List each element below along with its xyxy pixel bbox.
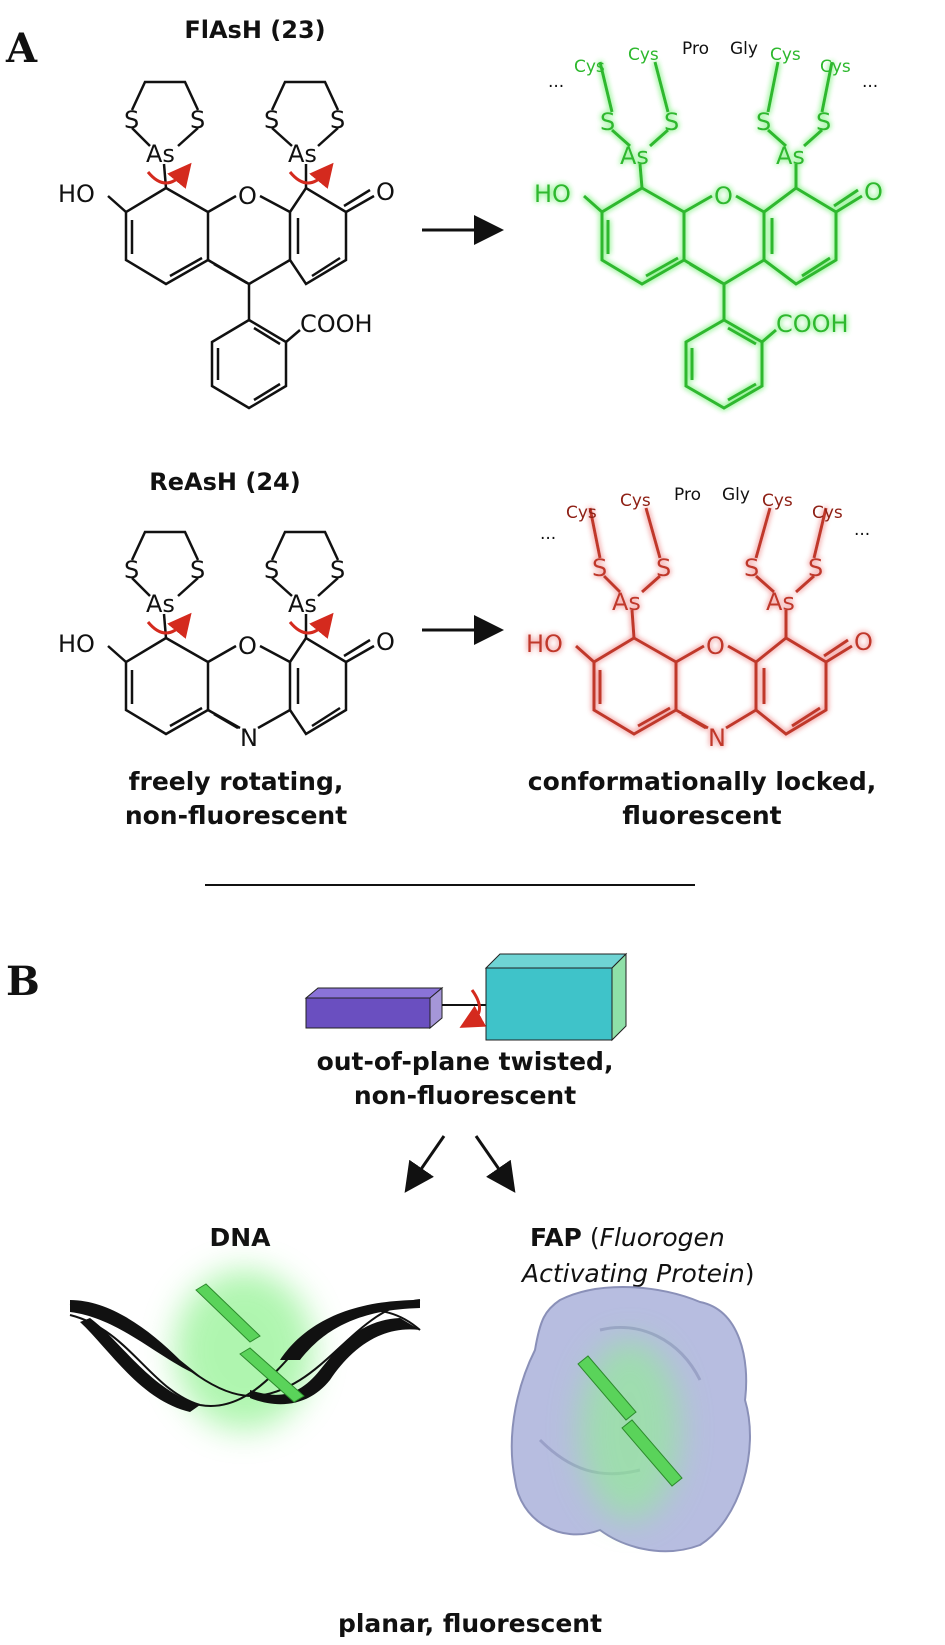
oxygen-label: O [238, 182, 257, 210]
hydroxyl-label: HO [526, 630, 563, 658]
flash-bound-structure: S S As S S As HO O O COOH [534, 61, 883, 410]
arrow-to-dna-icon [404, 1135, 446, 1193]
arsenic-label: As [776, 142, 805, 170]
flash-structure [107, 80, 375, 410]
dna-helix-icon [69, 1270, 421, 1430]
fap-protein-icon [510, 1286, 751, 1553]
sulfur-label: S [124, 556, 139, 584]
peptide-cys: Cys [574, 57, 605, 77]
nitrogen-label: N [708, 724, 726, 752]
arsenic-label: As [146, 590, 175, 618]
rotation-arrow-icon [288, 612, 334, 639]
oxygen-label: O [238, 632, 257, 660]
peptide-cys: Cys [820, 57, 851, 77]
fap-label-line1: FAP (Fluorogen [530, 1223, 725, 1252]
fap-label-line2: Activating Protein) [520, 1259, 755, 1288]
carboxyl-label: COOH [776, 310, 849, 338]
reash-bound-structure: S S As S S As HO O O N [526, 507, 873, 752]
peptide-pro: Pro [674, 485, 701, 505]
dna-label: DNA [209, 1223, 271, 1252]
flash-title: FlAsH (23) [184, 16, 325, 44]
svg-text:···: ··· [540, 529, 556, 549]
rotation-arrow-icon [146, 612, 192, 639]
arsenic-label: As [766, 588, 795, 616]
peptide-chain-top: ··· Cys Cys Pro Gly Cys Cys ··· [548, 39, 878, 97]
sulfur-label: S [190, 106, 205, 134]
sulfur-label: S [190, 556, 205, 584]
sulfur-label: S [756, 108, 771, 136]
peptide-ellipsis: ··· [862, 77, 878, 97]
peptide-pro: Pro [682, 39, 709, 59]
carbonyl-oxygen-label: O [864, 178, 883, 206]
panel-a-label: A [5, 25, 38, 72]
sulfur-label: S [656, 554, 671, 582]
twisted-dye-model [304, 952, 628, 1042]
flash-atom-labels: S S As S S As HO O O COOH [58, 106, 395, 338]
carboxyl-label: COOH [300, 310, 373, 338]
arrow-to-fap-icon [474, 1135, 516, 1193]
svg-text:···: ··· [854, 525, 870, 545]
peptide-cys: Cys [770, 45, 801, 65]
peptide-chain-bottom: ··· Cys Cys Pro Gly Cys Cys ··· [540, 485, 870, 549]
sulfur-label: S [330, 556, 345, 584]
arsenic-label: As [288, 590, 317, 618]
carbonyl-oxygen-label: O [854, 628, 873, 656]
oxygen-label: O [706, 632, 725, 660]
fap-acronym: FAP [530, 1223, 582, 1252]
bottom-caption: planar, fluorescent [338, 1609, 602, 1638]
peptide-gly: Gly [730, 39, 758, 59]
twist-caption-line2: non-fluorescent [354, 1081, 576, 1110]
rotation-arrow-icon [288, 162, 334, 189]
arsenic-label: As [620, 142, 649, 170]
sulfur-label: S [744, 554, 759, 582]
oxygen-label: O [714, 182, 733, 210]
caption-left-line1: freely rotating, [129, 767, 344, 796]
sulfur-label: S [264, 556, 279, 584]
peptide-cys: Cys [762, 491, 793, 511]
sulfur-label: S [808, 554, 823, 582]
sulfur-label: S [600, 108, 615, 136]
caption-left-line2: non-fluorescent [125, 801, 347, 830]
nitrogen-label: N [240, 724, 258, 752]
rotation-arrow-icon [146, 162, 192, 189]
sulfur-label: S [664, 108, 679, 136]
peptide-cys: Cys [620, 491, 651, 511]
arsenic-label: As [612, 588, 641, 616]
arsenic-label: As [146, 140, 175, 168]
carbonyl-oxygen-label: O [376, 178, 395, 206]
peptide-gly: Gly [722, 485, 750, 505]
sulfur-label: S [592, 554, 607, 582]
fap-full-line2: Activating Protein [520, 1259, 745, 1288]
fap-full-line1: Fluorogen [600, 1223, 725, 1252]
arsenic-label: As [288, 140, 317, 168]
sulfur-label: S [816, 108, 831, 136]
sulfur-label: S [330, 106, 345, 134]
twist-caption-line1: out-of-plane twisted, [317, 1047, 614, 1076]
caption-right-line2: fluorescent [622, 801, 781, 830]
peptide-cys: Cys [812, 503, 843, 523]
hydroxyl-label: HO [58, 630, 95, 658]
peptide-ellipsis: ··· [548, 77, 564, 97]
rotation-arrow-icon [459, 989, 487, 1028]
peptide-cys: Cys [566, 503, 597, 523]
panel-b-label: B [6, 958, 40, 1005]
caption-right-line1: conformationally locked, [528, 767, 876, 796]
peptide-cys: Cys [628, 45, 659, 65]
hydroxyl-label: HO [534, 180, 571, 208]
reash-title: ReAsH (24) [149, 468, 300, 496]
sulfur-label: S [124, 106, 139, 134]
hydroxyl-label: HO [58, 180, 95, 208]
reash-atom-labels: S S As S S As HO O O N [58, 556, 395, 752]
sulfur-label: S [264, 106, 279, 134]
carbonyl-oxygen-label: O [376, 628, 395, 656]
